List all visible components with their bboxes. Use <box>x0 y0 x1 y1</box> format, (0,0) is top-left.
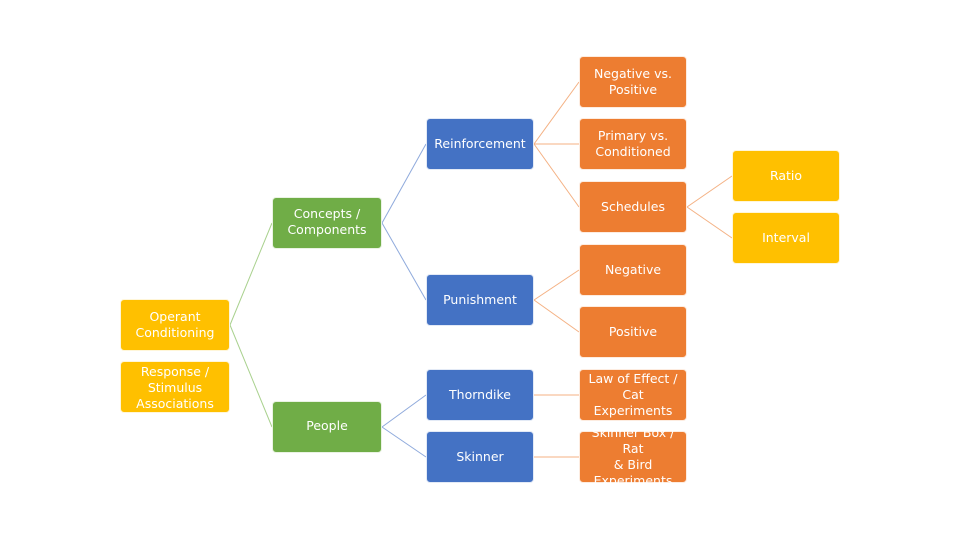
connector-reinf-schedules <box>533 143 580 208</box>
connector-people-skinner <box>381 426 427 458</box>
node-interval: Interval <box>732 212 840 264</box>
connector-root-concepts <box>229 222 273 326</box>
connector-schedules-interval <box>686 206 733 239</box>
connector-concepts-punishment <box>381 222 427 301</box>
connector-people-thorndike <box>381 394 427 428</box>
node-response-stimulus-associations: Response / Stimulus Associations <box>120 361 230 413</box>
node-skinner: Skinner <box>426 431 534 483</box>
node-reinforcement: Reinforcement <box>426 118 534 170</box>
node-ratio: Ratio <box>732 150 840 202</box>
node-primary-vs-conditioned: Primary vs. Conditioned <box>579 118 687 170</box>
connector-reinf-negpos <box>533 81 580 145</box>
node-operant-conditioning: Operant Conditioning <box>120 299 230 351</box>
connector-schedules-ratio <box>686 175 733 208</box>
node-positive: Positive <box>579 306 687 358</box>
node-people: People <box>272 401 382 453</box>
connector-punish-positive <box>533 299 580 333</box>
node-thorndike: Thorndike <box>426 369 534 421</box>
connector-punish-negative <box>533 269 580 301</box>
connector-concepts-reinforcement <box>381 143 427 224</box>
node-concepts-components: Concepts / Components <box>272 197 382 249</box>
node-schedules: Schedules <box>579 181 687 233</box>
connector-root-people <box>229 324 273 428</box>
node-negative-vs-positive: Negative vs. Positive <box>579 56 687 108</box>
node-skinner-box: Skinner Box / Rat & Bird Experiments <box>579 425 687 488</box>
node-negative: Negative <box>579 244 687 296</box>
node-law-of-effect: Law of Effect / Cat Experiments <box>579 369 687 421</box>
node-punishment: Punishment <box>426 274 534 326</box>
